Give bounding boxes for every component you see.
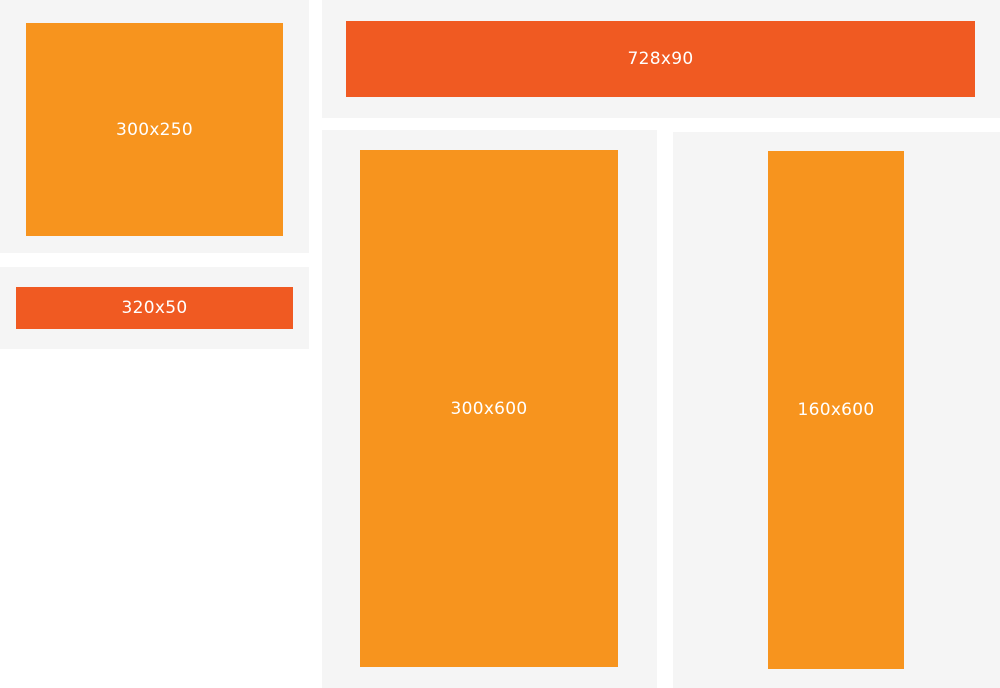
ad-placeholder-300x250: 300x250 bbox=[26, 23, 283, 236]
ad-slot-300x250-container: 300x250 bbox=[0, 0, 309, 253]
ad-placeholder-728x90: 728x90 bbox=[346, 21, 975, 97]
ad-placeholder-320x50: 320x50 bbox=[16, 287, 293, 329]
ad-size-label: 300x600 bbox=[450, 398, 528, 419]
ad-size-label: 160x600 bbox=[797, 400, 875, 420]
ad-size-label: 320x50 bbox=[121, 298, 188, 318]
ad-slot-160x600-container: 160x600 bbox=[673, 132, 1000, 688]
ad-slot-320x50-container: 320x50 bbox=[0, 267, 309, 349]
ad-size-label: 728x90 bbox=[627, 49, 694, 69]
ad-placeholder-300x600: 300x600 bbox=[360, 150, 618, 667]
ad-slot-728x90-container: 728x90 bbox=[322, 0, 1000, 118]
ad-slot-300x600-container: 300x600 bbox=[322, 130, 657, 688]
ad-size-label: 300x250 bbox=[115, 119, 194, 140]
ad-placeholder-160x600: 160x600 bbox=[768, 151, 904, 669]
